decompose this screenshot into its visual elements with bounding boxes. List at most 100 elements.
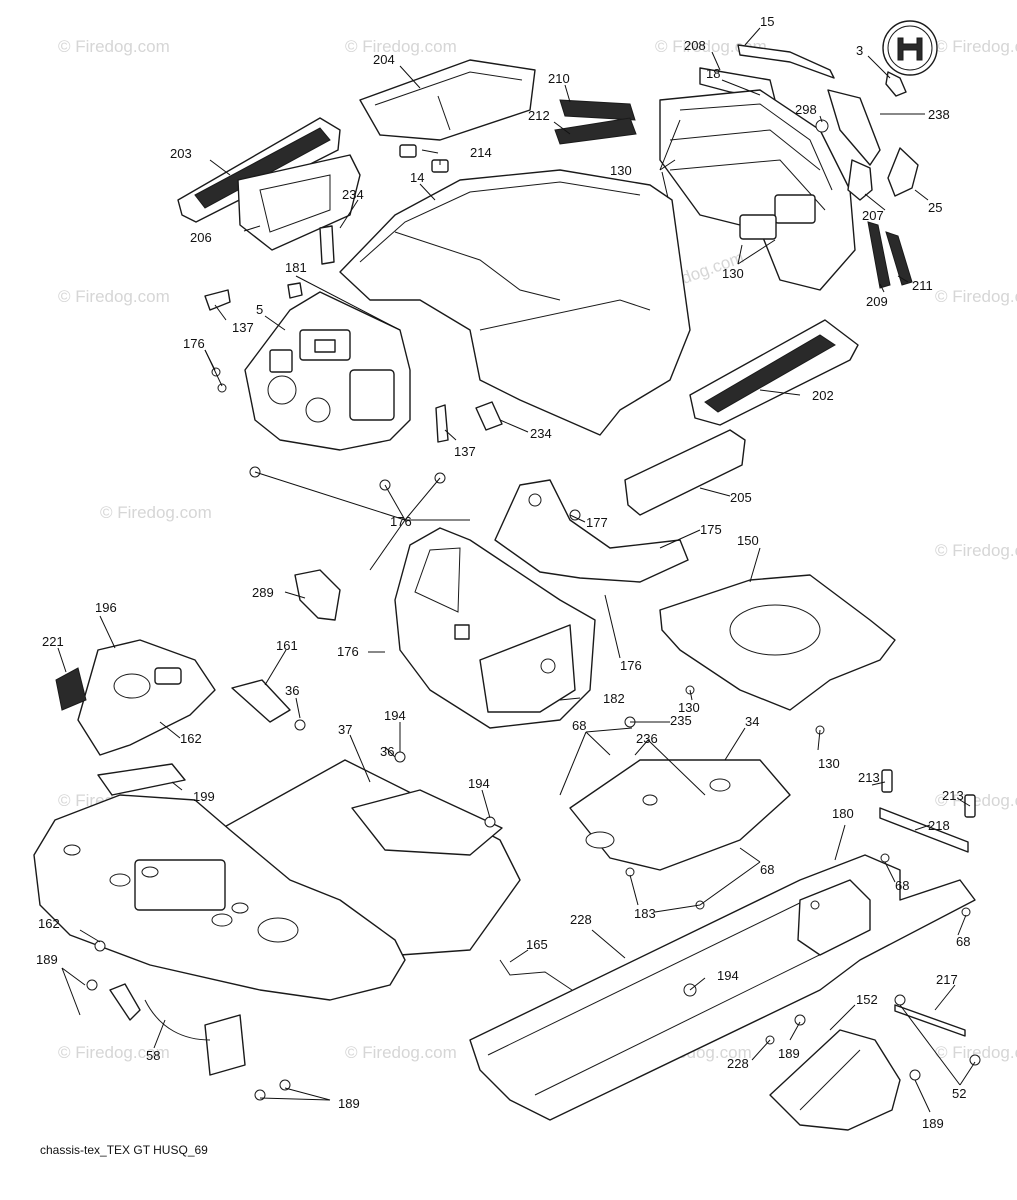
part-207-lens: [847, 159, 873, 201]
callout-label: 161: [276, 638, 298, 653]
part-218-bracket: [879, 769, 976, 853]
callout-label: 165: [526, 937, 548, 952]
callout-label: 162: [180, 731, 202, 746]
callout-label: 180: [832, 806, 854, 821]
callout-label: 221: [42, 634, 64, 649]
part-234-plate: [475, 401, 503, 431]
callout-label: 211: [912, 278, 933, 293]
diagram-footer: chassis-tex_TEX GT HUSQ_69: [40, 1143, 208, 1157]
part-137-clip: [204, 289, 231, 311]
part-18-front-nose: [659, 89, 856, 291]
parts: [33, 20, 981, 1131]
callout-label: 3: [856, 43, 863, 58]
watermark: © Firedog.com: [345, 37, 457, 56]
part-25-lens: [887, 147, 919, 197]
part-298-grommet: [815, 119, 829, 133]
callout-label: 137: [454, 444, 476, 459]
callout-label: 214: [470, 145, 492, 160]
callout-label: 206: [190, 230, 212, 245]
callout-label: 213: [942, 788, 964, 803]
part-211-side-grille: [885, 231, 913, 286]
callout-label: 236: [636, 731, 658, 746]
callout-label: 182: [603, 691, 625, 706]
part-floor-mat: [33, 794, 406, 1001]
callout-label: 5: [256, 302, 263, 317]
callout-label: 298: [795, 102, 817, 117]
callout-label: 202: [812, 388, 834, 403]
part-289-bracket: [294, 569, 341, 621]
callout-label: 175: [700, 522, 722, 537]
watermark: © Firedog.com: [935, 541, 1017, 560]
watermark: © Firedog.com: [58, 1043, 170, 1062]
fastener-group: [211, 367, 446, 491]
callout-label: 25: [928, 200, 942, 215]
part-150-floor-pan: [659, 574, 896, 711]
callout-label: 176: [337, 644, 359, 659]
part-199-clip-strip: [97, 763, 186, 796]
callout-label: 194: [384, 708, 406, 723]
part-181-knob: [287, 282, 303, 299]
callout-label: 130: [678, 700, 700, 715]
part-210-grille-insert: [559, 99, 636, 121]
callout-label: 189: [922, 1116, 944, 1131]
callout-label: 189: [778, 1046, 800, 1061]
part-206-bracket: [237, 154, 361, 251]
callout-label: 34: [745, 714, 759, 729]
fastener-group: [86, 685, 981, 1101]
callout-label: 68: [572, 718, 586, 733]
callout-label: 209: [866, 294, 888, 309]
callout-label: 181: [285, 260, 307, 275]
callout-label: 207: [862, 208, 884, 223]
callout-label: 18: [706, 66, 720, 81]
watermark: © Firedog.com: [100, 503, 212, 522]
callout-label: 150: [737, 533, 759, 548]
callout-label: 152: [856, 992, 878, 1007]
callout-label: 194: [717, 968, 739, 983]
watermark: © Firedog.com: [58, 287, 170, 306]
callout-label: 208: [684, 38, 706, 53]
callout-label: 130: [722, 266, 744, 281]
part-180-chassis-frame: [469, 854, 976, 1121]
callout-label: 205: [730, 490, 752, 505]
callout-label: 289: [252, 585, 274, 600]
part-202-front-bumper: [689, 319, 859, 426]
part-196-console: [77, 639, 216, 756]
part-234-plate: [319, 225, 335, 265]
callout-label: 238: [928, 107, 950, 122]
callout-label: 217: [936, 972, 958, 987]
part-204-top-cover: [359, 59, 536, 141]
callout-label: 203: [170, 146, 192, 161]
part-182-dash-panel: [394, 527, 596, 729]
part-34-platform: [569, 759, 791, 871]
callout-label: 15: [760, 14, 774, 29]
callout-label: 235: [670, 713, 692, 728]
part-238-headlight-trim: [827, 89, 881, 166]
callout-label: 137: [232, 320, 254, 335]
part-212-grille-insert: [554, 117, 637, 145]
callout-label: 162: [38, 916, 60, 931]
callout-label: 14: [410, 170, 424, 185]
callout-label: 204: [373, 52, 395, 67]
callout-label: 194: [468, 776, 490, 791]
watermark: © Firedog.com: [58, 37, 170, 56]
part-58-bracket: [109, 983, 246, 1076]
callout-label: 196: [95, 600, 117, 615]
leader-lines: [57, 27, 976, 1113]
callout-label: 68: [760, 862, 774, 877]
callout-label: 234: [530, 426, 552, 441]
callout-label: 177: [586, 515, 608, 530]
callout-labels: 15 3 204 208 210 18 238 212 298 203 214 …: [36, 14, 970, 1131]
callout-label: 228: [570, 912, 592, 927]
part-217-bar: [894, 1004, 966, 1037]
callout-label: 228: [727, 1056, 749, 1071]
watermark: © Firedog.com: [935, 287, 1017, 306]
part-5-dash-console: [244, 291, 411, 451]
callout-label: 176: [620, 658, 642, 673]
callout-label: 210: [548, 71, 570, 86]
callout-label: 176: [390, 514, 412, 529]
callout-label: 130: [818, 756, 840, 771]
part-15-trim-strip: [737, 44, 835, 79]
watermark: © Firedog.com: [935, 37, 1017, 56]
part-14-hood: [339, 169, 691, 436]
